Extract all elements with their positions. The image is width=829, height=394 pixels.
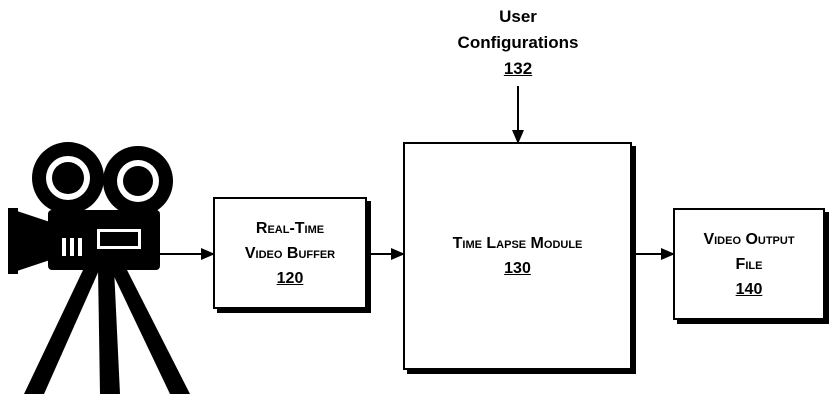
output-line1: Video Output (703, 230, 795, 248)
module-ref: 130 (504, 260, 531, 277)
output-line2: File (735, 255, 763, 273)
camera-lens-icon (14, 210, 50, 272)
video-output-file-box: Video Output File 140 (673, 208, 825, 320)
user-configurations-label: User Configurations 132 (438, 4, 598, 82)
buffer-ref: 120 (276, 269, 304, 287)
user-configurations-ref: 132 (503, 59, 533, 78)
buffer-line1: Real-Time (255, 219, 325, 237)
output-ref: 140 (735, 280, 763, 298)
film-reel-right-icon (103, 146, 173, 216)
movie-camera-icon (8, 142, 190, 394)
time-lapse-module-box: Time Lapse Module 130 (403, 142, 632, 370)
buffer-line2: Video Buffer (244, 244, 336, 262)
tripod-icon (24, 258, 190, 394)
real-time-video-buffer-box: Real-Time Video Buffer 120 (213, 197, 367, 309)
module-line1: Time Lapse Module (452, 235, 583, 252)
user-configurations-line1: User (499, 7, 537, 26)
film-reel-left-icon (32, 142, 104, 214)
user-configurations-line2: Configurations (457, 33, 579, 52)
